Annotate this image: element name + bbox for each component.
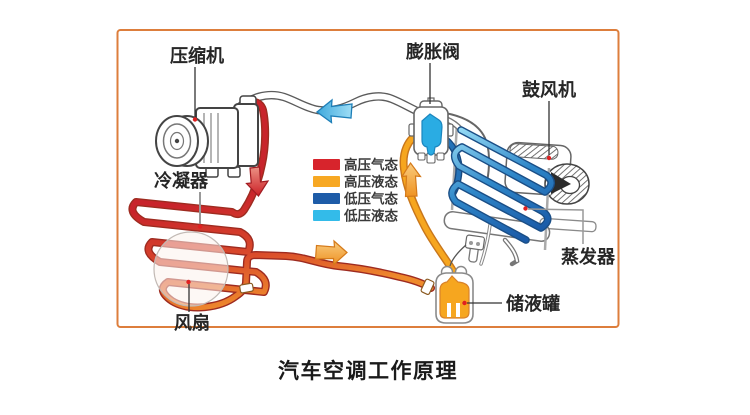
diagram-title: 汽车空调工作原理 (278, 359, 458, 383)
legend-swatch-low-pressure-gas (313, 193, 340, 204)
flow-arrow-liquid-up-icon (400, 161, 422, 198)
pipe-coupler (239, 282, 254, 294)
legend-label: 高压气态 (344, 157, 398, 173)
label-expansion-valve: 膨胀阀 (405, 41, 460, 62)
condenser-coil (128, 97, 435, 312)
receiver-drier-illustration (435, 265, 474, 324)
evaporator-coil (437, 111, 556, 251)
flow-arrow-high-pressure-gas-icon (245, 166, 270, 197)
label-condenser: 冷凝器 (154, 170, 209, 191)
fan-disc (153, 231, 229, 307)
legend-swatch-low-pressure-liquid (313, 210, 340, 221)
flow-arrow-liquid-right-icon (314, 239, 348, 266)
legend: 高压气态 高压液态 低压气态 低压液态 (313, 157, 398, 224)
label-evaporator: 蒸发器 (561, 246, 616, 267)
compressor-illustration (155, 95, 259, 178)
label-blower: 鼓风机 (522, 79, 576, 100)
liquid-pipe-to-valve (399, 128, 457, 275)
label-compressor: 压缩机 (170, 45, 224, 66)
expansion-valve-illustration (408, 97, 454, 164)
thermo-sensor (449, 234, 486, 267)
blower-intake-cone (551, 172, 571, 194)
legend-label: 低压液态 (343, 208, 398, 224)
pointer-dots (186, 117, 552, 306)
legend-label: 高压液态 (344, 174, 398, 190)
pointer-lines (188, 63, 584, 312)
legend-swatch-high-pressure-gas (313, 159, 340, 170)
pipe-coupler (420, 278, 435, 295)
flow-arrow-low-pressure-gas-icon (315, 98, 353, 124)
label-fan: 风扇 (174, 312, 210, 333)
label-receiver-drier: 储液罐 (505, 293, 560, 314)
legend-label: 低压气态 (343, 191, 398, 207)
capillary-tube (438, 111, 491, 183)
legend-swatch-high-pressure-liquid (313, 176, 340, 187)
